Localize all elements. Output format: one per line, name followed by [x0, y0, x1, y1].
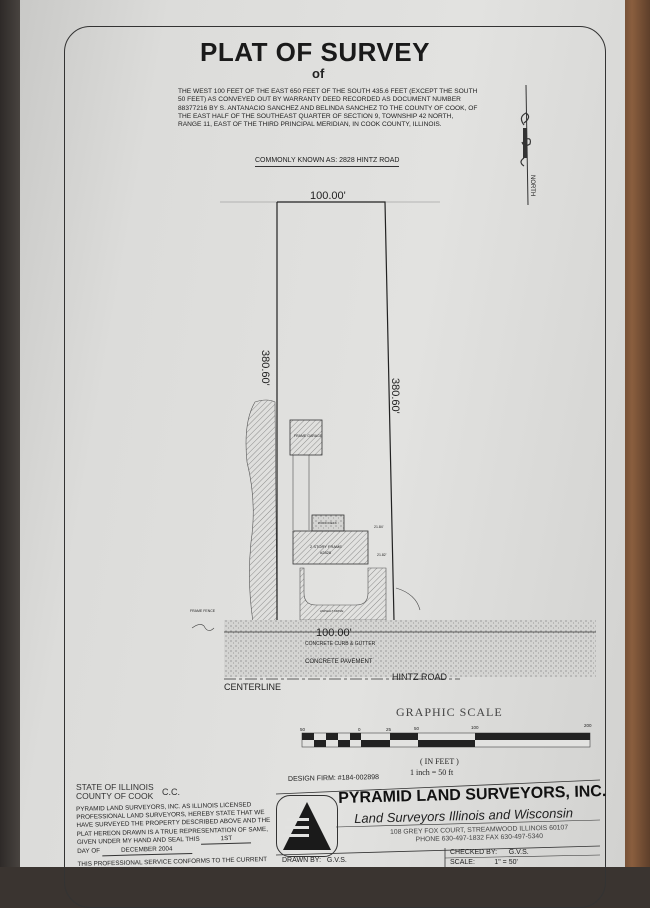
plat-drawing: NORTH 100.00' 380.60' 380.60' 100.00' FR…: [190, 84, 596, 748]
dimension-a: 21.84': [374, 525, 384, 529]
cc-label: C.C.: [162, 787, 180, 797]
scale-tick: 50: [300, 727, 306, 732]
centerline-label: CENTERLINE: [224, 682, 281, 692]
background-wood: [620, 0, 650, 867]
commonly-known-as: COMMONLY KNOWN AS: 2828 HINTZ ROAD: [255, 157, 400, 167]
surveyor-certificate: PYRAMID LAND SURVEYORS, INC. AS ILLINOIS…: [76, 801, 283, 870]
curb-label: CONCRETE CURB & GUTTER: [305, 641, 376, 647]
left-dimension: 380.60': [259, 350, 271, 386]
drawn-by-value: G.V.S.: [326, 857, 347, 864]
right-dimension: 380.60': [389, 378, 401, 414]
drawn-by-label: DRAWN BY:: [282, 857, 322, 864]
house: [292, 530, 369, 565]
curb-gutter: [224, 620, 596, 632]
dimension-b: 21.82': [377, 553, 387, 557]
state-label: STATE OF ILLINOIS: [76, 782, 154, 792]
subtitle: of: [312, 66, 325, 81]
graphic-scale-bar: [301, 732, 591, 748]
checked-by-value: G.V.S.: [508, 849, 529, 856]
scale-tick: 200: [584, 723, 592, 728]
graphic-scale-title: GRAPHIC SCALE: [396, 705, 503, 719]
top-dimension: 100.00': [310, 190, 346, 202]
scale-field: SCALE: 1" = 50': [450, 859, 518, 867]
scale-tick: 0: [358, 727, 361, 732]
scale-tick: 25: [386, 727, 392, 732]
fence-area: [245, 399, 278, 623]
frame-garage: [289, 419, 323, 456]
scale-value: 1" = 50': [494, 859, 518, 866]
checked-by: CHECKED BY: G.V.S.: [450, 849, 529, 857]
pavement-label: CONCRETE PAVEMENT: [305, 659, 373, 665]
state-county: STATE OF ILLINOIS COUNTY OF COOK: [76, 783, 154, 801]
certificate-month-year: DECEMBER 2004: [101, 845, 192, 857]
scale-tick: 50: [414, 726, 420, 731]
drawn-by: DRAWN BY: G.V.S.: [282, 857, 347, 865]
north-arrow-icon: [520, 84, 531, 206]
page-title: PLAT OF SURVEY: [200, 37, 430, 67]
house-number: #2828: [320, 550, 332, 555]
scale-tick: 100: [471, 725, 479, 730]
deck-label: WOOD DECK: [318, 521, 337, 525]
north-label: NORTH: [529, 175, 535, 196]
checked-by-label: CHECKED BY:: [450, 849, 498, 856]
garage-label: FRAME GARAGE: [294, 434, 323, 438]
fence-label: FRAME FENCE: [190, 609, 216, 613]
scale-units: ( IN FEET ): [420, 757, 459, 766]
drive-label: ASPHALT DRIVE: [320, 609, 343, 613]
bottom-dimension: 100.00': [316, 627, 352, 639]
asphalt-drive: [299, 567, 387, 621]
certificate-day: 1ST: [201, 834, 252, 845]
scale-ratio: 1 inch = 50 ft: [410, 768, 454, 777]
road-label: HINTZ ROAD: [392, 672, 447, 682]
legal-description: THE WEST 100 FEET OF THE EAST 650 FEET O…: [178, 88, 478, 129]
concrete-pavement: [224, 632, 596, 677]
house-label: 2 STORY FRAME: [310, 544, 342, 549]
background-left: [0, 0, 22, 867]
pyramid-logo-icon: [276, 795, 338, 857]
scale-label: SCALE:: [450, 859, 475, 866]
day-of-label: DAY OF: [77, 847, 101, 855]
county-label: COUNTY OF COOK: [76, 791, 154, 801]
